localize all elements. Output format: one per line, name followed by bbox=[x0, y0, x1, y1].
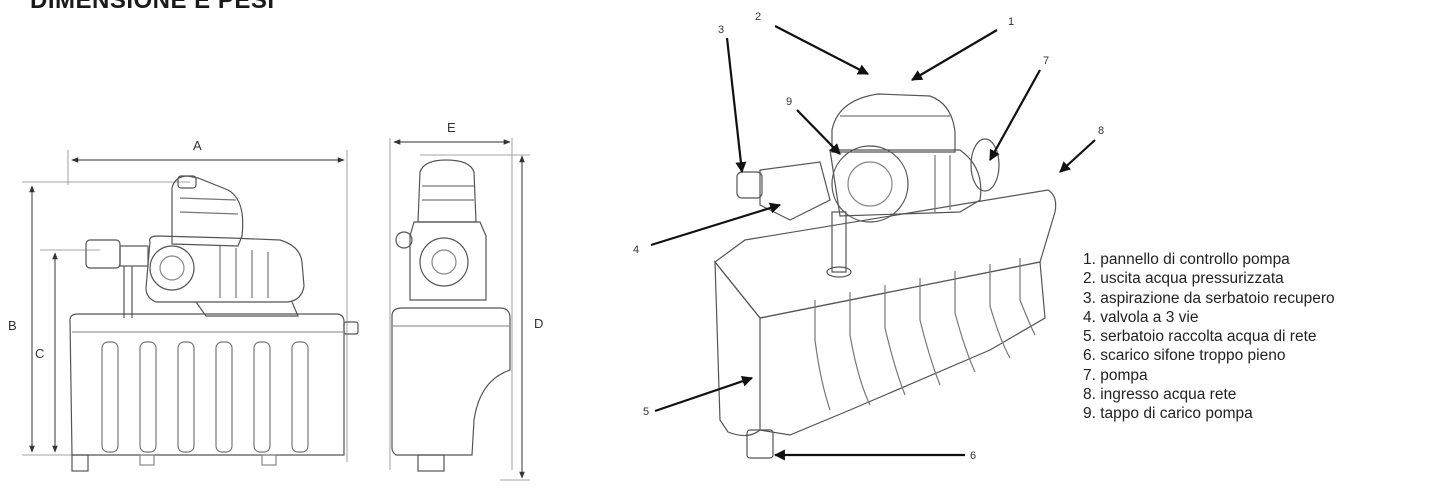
dim-label-c: C bbox=[35, 346, 44, 361]
dim-label-d: D bbox=[534, 316, 543, 331]
legend-item: 6. scarico sifone troppo pieno bbox=[1083, 347, 1286, 365]
page-title: DIMENSIONE E PESI bbox=[30, 0, 275, 14]
callout-3: 3 bbox=[718, 24, 724, 36]
legend-item: 8. ingresso acqua rete bbox=[1083, 386, 1237, 404]
callout-leaders bbox=[650, 25, 1096, 461]
legend-item: 1. pannello di controllo pompa bbox=[1083, 251, 1290, 268]
isometric-view bbox=[714, 93, 1057, 459]
legend-item: 9. tappo di carico pompa bbox=[1083, 405, 1253, 423]
legend-item: 3. aspirazione da serbatoio recupero bbox=[1083, 289, 1335, 307]
side-view bbox=[389, 138, 530, 481]
legend-item: 5. serbatoio raccolta acqua di rete bbox=[1083, 328, 1317, 346]
callout-4: 4 bbox=[633, 244, 639, 256]
dimension-lines-side bbox=[393, 139, 525, 479]
dimension-lines-front bbox=[29, 157, 345, 453]
legend-item: 2. uscita acqua pressurizzata bbox=[1083, 270, 1284, 288]
dim-label-e: E bbox=[447, 120, 456, 135]
callout-9: 9 bbox=[786, 96, 792, 108]
legend-item: 4. valvola a 3 vie bbox=[1083, 308, 1199, 326]
dim-label-a: A bbox=[193, 138, 202, 153]
callout-7: 7 bbox=[1043, 55, 1049, 67]
legend-item: 7. pompa bbox=[1083, 366, 1148, 384]
callout-5: 5 bbox=[643, 406, 649, 418]
dim-label-b: B bbox=[8, 318, 17, 333]
callout-1: 1 bbox=[1008, 16, 1014, 28]
callout-2: 2 bbox=[755, 11, 761, 23]
callout-8: 8 bbox=[1098, 125, 1104, 137]
front-view bbox=[22, 150, 359, 472]
callout-6: 6 bbox=[970, 450, 976, 462]
parts-legend: 1. pannello di controllo pompa 2. uscita… bbox=[1083, 250, 1335, 424]
